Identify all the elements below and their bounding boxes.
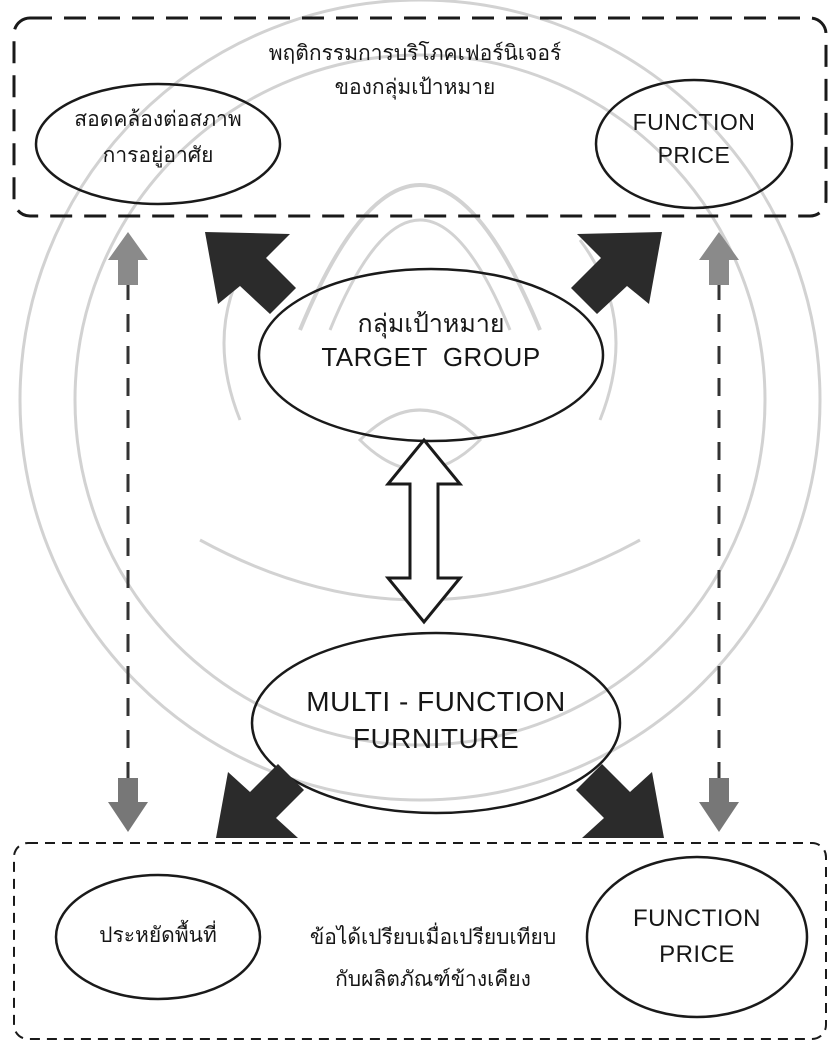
top-left-oval — [34, 82, 282, 206]
bottom-right-oval — [585, 855, 809, 1019]
right-down-arrow-icon — [699, 778, 739, 832]
target-to-topleft-arrow-icon — [205, 232, 296, 314]
bottom-left-oval — [54, 873, 262, 1001]
product-to-bottomleft-arrow-icon — [216, 764, 304, 838]
top-dashed-box — [12, 16, 828, 218]
target-group-line2: TARGET GROUP — [321, 342, 541, 373]
target-group-line1: กลุ่มเป้าหมาย — [357, 309, 505, 338]
bottom-right-oval-text: FUNCTION PRICE — [600, 904, 794, 970]
target-group-text: กลุ่มเป้าหมาย TARGET GROUP — [270, 308, 592, 374]
top-left-oval-text: สอดคล้องต่อสภาพ การอยู่อาศัย — [40, 106, 276, 169]
product-text: MULTI - FUNCTION FURNITURE — [256, 684, 616, 756]
product-line2: FURNITURE — [352, 723, 520, 754]
top-left-oval-line1: สอดคล้องต่อสภาพ — [74, 107, 242, 131]
product-to-bottomright-arrow-icon — [576, 764, 664, 838]
top-right-oval-line1: FUNCTION — [632, 109, 756, 135]
top-box-title: พฤติกรรมการบริโภคเฟอร์นิเจอร์ ของกลุ่มเป… — [210, 40, 620, 101]
right-up-arrow-icon — [699, 232, 739, 285]
product-line1: MULTI - FUNCTION — [306, 686, 566, 717]
target-to-topright-arrow-icon — [571, 232, 662, 314]
bottom-right-oval-line2: PRICE — [659, 941, 735, 968]
watermark-seal — [18, 0, 822, 802]
top-right-oval-line2: PRICE — [657, 141, 731, 168]
double-arrow-icon — [384, 437, 464, 625]
top-left-oval-line2: การอยู่อาศัย — [102, 143, 214, 168]
bottom-left-oval-text: ประหยัดพื้นที่ — [58, 922, 258, 948]
target-group-oval — [257, 267, 605, 443]
left-up-arrow-icon — [108, 232, 148, 285]
bottom-left-oval-label: ประหยัดพื้นที่ — [99, 923, 217, 947]
top-right-oval-text: FUNCTION PRICE — [604, 108, 784, 170]
product-oval — [250, 631, 622, 815]
bottom-center-text: ข้อได้เปรียบเมื่อเปรียบเทียบ กับผลิตภัณฑ… — [268, 924, 598, 993]
bottom-right-oval-line1: FUNCTION — [633, 905, 761, 932]
top-right-oval — [594, 78, 794, 210]
bottom-center-line1: ข้อได้เปรียบเมื่อเปรียบเทียบ — [309, 925, 557, 949]
bottom-dashed-box — [13, 842, 827, 1040]
left-down-arrow-icon — [108, 778, 148, 832]
top-box-title-line1: พฤติกรรมการบริโภคเฟอร์นิเจอร์ — [268, 41, 562, 65]
bottom-center-line2: กับผลิตภัณฑ์ข้างเคียง — [335, 967, 531, 992]
top-box-title-line2: ของกลุ่มเป้าหมาย — [334, 75, 496, 100]
